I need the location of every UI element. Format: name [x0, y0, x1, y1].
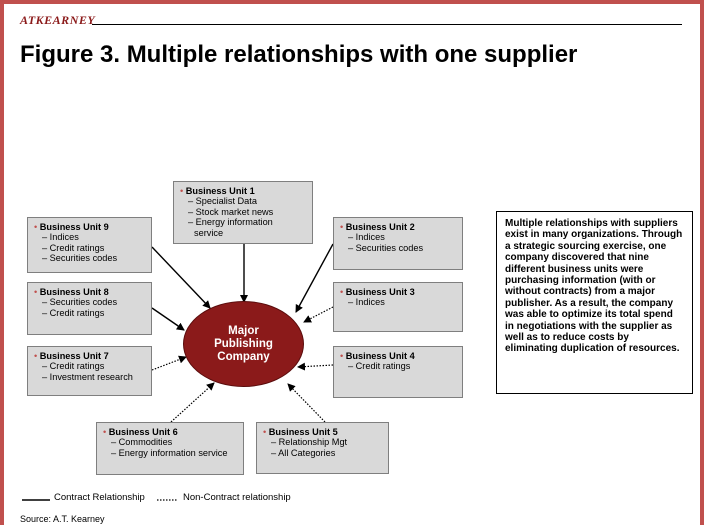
- business-unit-item: – Securities codes: [42, 297, 118, 308]
- relationship-line-unit-4: [297, 362, 334, 371]
- business-unit-item: – All Categories: [271, 447, 336, 458]
- business-unit-item: – Relationship Mgt: [271, 437, 348, 448]
- center-label-line: Publishing: [214, 337, 273, 350]
- business-unit-header: • Business Unit 7: [34, 351, 109, 361]
- business-unit-1-box: • Business Unit 1 – Specialist Data – St…: [173, 181, 313, 244]
- figure-title: Figure 3. Multiple relationships with on…: [20, 41, 578, 68]
- legend-lines: [22, 499, 178, 501]
- business-unit-6-box: • Business Unit 6 – Commodities – Energy…: [96, 422, 244, 475]
- business-unit-item: – Credit ratings: [348, 361, 411, 372]
- business-unit-header: • Business Unit 8: [34, 287, 109, 297]
- business-unit-item: – Commodities: [111, 437, 173, 448]
- relationship-line-unit-2: [295, 243, 334, 313]
- business-unit-item: – Indices: [42, 232, 79, 243]
- business-unit-item: – Credit ratings: [42, 361, 105, 372]
- business-unit-3-box: • Business Unit 3 – Indices: [333, 282, 463, 332]
- business-unit-header: • Business Unit 3: [340, 287, 415, 297]
- business-unit-item: – Credit ratings: [42, 307, 105, 318]
- business-unit-header: • Business Unit 4: [340, 351, 415, 361]
- legend-non-contract-label: Non-Contract relationship: [183, 492, 291, 503]
- business-unit-item: – Investment research: [42, 371, 133, 382]
- business-unit-item: – Securities codes: [348, 242, 424, 253]
- business-unit-item: – Indices: [348, 232, 385, 243]
- brand-rule: [92, 24, 682, 25]
- business-unit-item: – Securities codes: [42, 253, 118, 264]
- business-unit-header: • Business Unit 9: [34, 222, 109, 232]
- business-unit-item: – Stock market news: [188, 206, 274, 217]
- business-unit-item: – Credit ratings: [42, 242, 105, 253]
- source-note: Source: A.T. Kearney: [20, 514, 105, 524]
- business-unit-2-box: • Business Unit 2 – Indices – Securities…: [333, 217, 463, 270]
- business-unit-header: • Business Unit 5: [263, 427, 338, 437]
- legend-contract-label: Contract Relationship: [54, 492, 145, 503]
- side-note: Multiple relationships with suppliers ex…: [496, 211, 693, 394]
- business-unit-8-box: • Business Unit 8 – Securities codes – C…: [27, 282, 152, 335]
- relationship-line-unit-3: [303, 306, 334, 323]
- business-unit-item: – Energy information service: [111, 447, 228, 458]
- relationship-line-unit-9: [151, 246, 211, 309]
- business-unit-item: – Energy information service: [188, 217, 273, 238]
- business-unit-9-box: • Business Unit 9 – Indices – Credit rat…: [27, 217, 152, 273]
- business-unit-7-box: • Business Unit 7 – Credit ratings – Inv…: [27, 346, 152, 396]
- relationship-line-unit-7: [151, 355, 187, 371]
- business-unit-header: • Business Unit 2: [340, 222, 415, 232]
- business-unit-item: – Specialist Data: [188, 196, 257, 207]
- relationship-line-unit-8: [151, 307, 185, 331]
- center-label-line: Major: [228, 324, 259, 337]
- business-unit-5-box: • Business Unit 5 – Relationship Mgt – A…: [256, 422, 389, 474]
- center-label-line: Company: [217, 350, 270, 363]
- brand-logo: ATKEARNEY: [20, 13, 96, 27]
- relationship-line-unit-6: [170, 382, 215, 423]
- business-unit-header: • Business Unit 6: [103, 427, 178, 437]
- relationship-line-unit-5: [287, 383, 326, 423]
- business-unit-4-box: • Business Unit 4 – Credit ratings: [333, 346, 463, 398]
- business-unit-header: • Business Unit 1: [180, 186, 255, 196]
- business-unit-item: – Indices: [348, 297, 385, 308]
- major-publishing-company-node: Major Publishing Company: [183, 301, 304, 387]
